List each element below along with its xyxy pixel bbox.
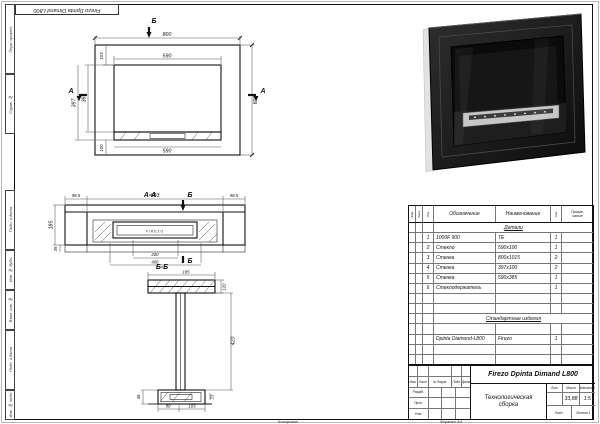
glass-reflection-2 [531,38,549,134]
burner-slot [469,108,553,120]
spec-section-row: Детали [409,223,593,234]
section-marker-b: Б [152,18,157,25]
spec-row: 3 Стенка 800х1015 2 [409,253,593,264]
spec-row [409,354,593,364]
dim-label: 103 [99,52,104,60]
spec-row: 6 Стеклодержатель 1 [409,283,593,294]
section-aa-label: А-А [143,192,156,199]
document-name: Технологическая сборка [471,384,547,419]
dim-label: 590 [163,149,172,155]
dim-label: 120 [222,283,227,291]
dim-label: 406 [151,260,159,265]
front-view [94,44,241,156]
dim-label: 800 [163,32,172,38]
title-block: Изм. Лист № докум. Подп. Дата Разраб. Пр… [408,365,595,420]
front-view-dimensions: 800 590 103 365 397 100 590 600 Б А [67,18,266,158]
col-qty: Кол. [554,211,558,217]
section-bb-label: Б-Б [156,264,168,271]
col-designation: Обозначение [434,206,496,222]
dim-label: 45 [136,394,141,399]
section-bb-view [147,279,216,405]
spec-row: 5 Стенка 590х385 1 [409,273,593,284]
spec-row [409,344,593,355]
side-stamp-4: Инв. № дубл. [5,250,15,290]
col-format: Фор. [410,210,414,218]
sheet-label: Лист [547,406,572,419]
front-view-hatch [119,131,213,141]
section-aa-hatch [94,221,218,243]
scale-label: Масштаб [579,386,595,390]
side-stamp-3: Подп. и дата [5,190,15,250]
dim-label: 100 [99,144,104,152]
dim-label: 185 [182,270,190,275]
burner-pebbles [474,110,546,119]
side-stamp-5: Взам. инв. № [5,290,15,330]
dim-label: 103 [188,404,196,409]
glass-reflection [455,47,473,145]
spec-row [409,324,593,335]
specification-table: Фор. Зона Поз. Обозначение Наименование … [408,205,594,365]
sheets-label: Листов 1 [576,410,591,415]
format-label: Формат A4 [440,419,462,424]
dim-label: 98.5 [72,193,81,198]
section-aa-dimensions: А-А Б Б 98.5 603 98.5 185 200 406 35 [49,192,246,266]
section-marker-a-left: А [67,88,73,95]
dim-label: 590 [163,54,172,60]
dim-label: 397 [72,98,78,108]
burner-brand-text: FIREZO [146,230,164,234]
copied-label: Копировал [278,419,298,424]
col-pos: Поз. [426,210,430,218]
dim-label: 420 [231,337,237,346]
col-name: Наименование [496,206,551,222]
dim-label: 185 [49,221,55,230]
mass-value: 33,88 [563,393,580,405]
frame-bevel [438,24,576,158]
side-stamp-7: Инв. № подл. [5,390,15,420]
side-stamp-6: Подп. и дата [5,330,15,390]
col-note: Приме- чание [571,210,584,218]
section-aa-view [64,204,246,253]
role-row: Разраб. [409,387,470,399]
col-zone: Зона [417,210,421,218]
side-stamp-1: Перв. примен. [5,4,15,74]
spec-row [409,293,593,305]
lit-label: Лит. [547,384,564,392]
spec-row: 4 Стенка 397х100 2 [409,263,593,274]
dim-label: 200 [150,252,159,257]
spec-row: Dpinta Diamond-L800 Firezo 1 [409,334,593,345]
role-row: Утв. [409,409,470,419]
section-bb-dimensions: Б-Б 185 120 420 90 103 45 23 [136,264,237,412]
section-marker-b: Б [188,192,193,199]
mass-scale-block: Лит. Масса Масштаб 33,88 1:5 Лист Листов… [547,384,595,419]
dim-label: 35 [53,246,58,251]
section-marker-a-right: А [259,88,265,95]
section-marker-b: Б [188,258,193,265]
dim-label: 603 [151,193,160,199]
spec-row: 1 1000F 900 ТЕ 1 [409,233,593,244]
side-stamp-2: Справ. № [5,74,15,134]
mass-label: Масса [563,384,580,392]
dim-label: 365 [82,94,88,103]
iso-view [422,13,586,173]
revision-table: Изм. Лист № докум. Подп. Дата Разраб. Пр… [409,366,471,419]
spec-row: 2 Стекло 590х100 1 [409,243,593,254]
document-designation: Firezo Dpinta Dimand L800 [471,366,595,384]
revision-header: Изм. Лист № докум. Подп. Дата [409,376,470,388]
section-bb-hatch [149,279,215,403]
dim-label: 98.5 [230,193,239,198]
spec-header-row: Фор. Зона Поз. Обозначение Наименование … [409,206,593,223]
spec-row [409,304,593,315]
spec-section-row: Стандартные изделия [409,314,593,325]
dim-label: 90 [166,404,171,409]
scale-value: 1:5 [583,396,591,402]
role-row: Пров. [409,398,470,410]
dim-label: 23 [210,394,215,400]
